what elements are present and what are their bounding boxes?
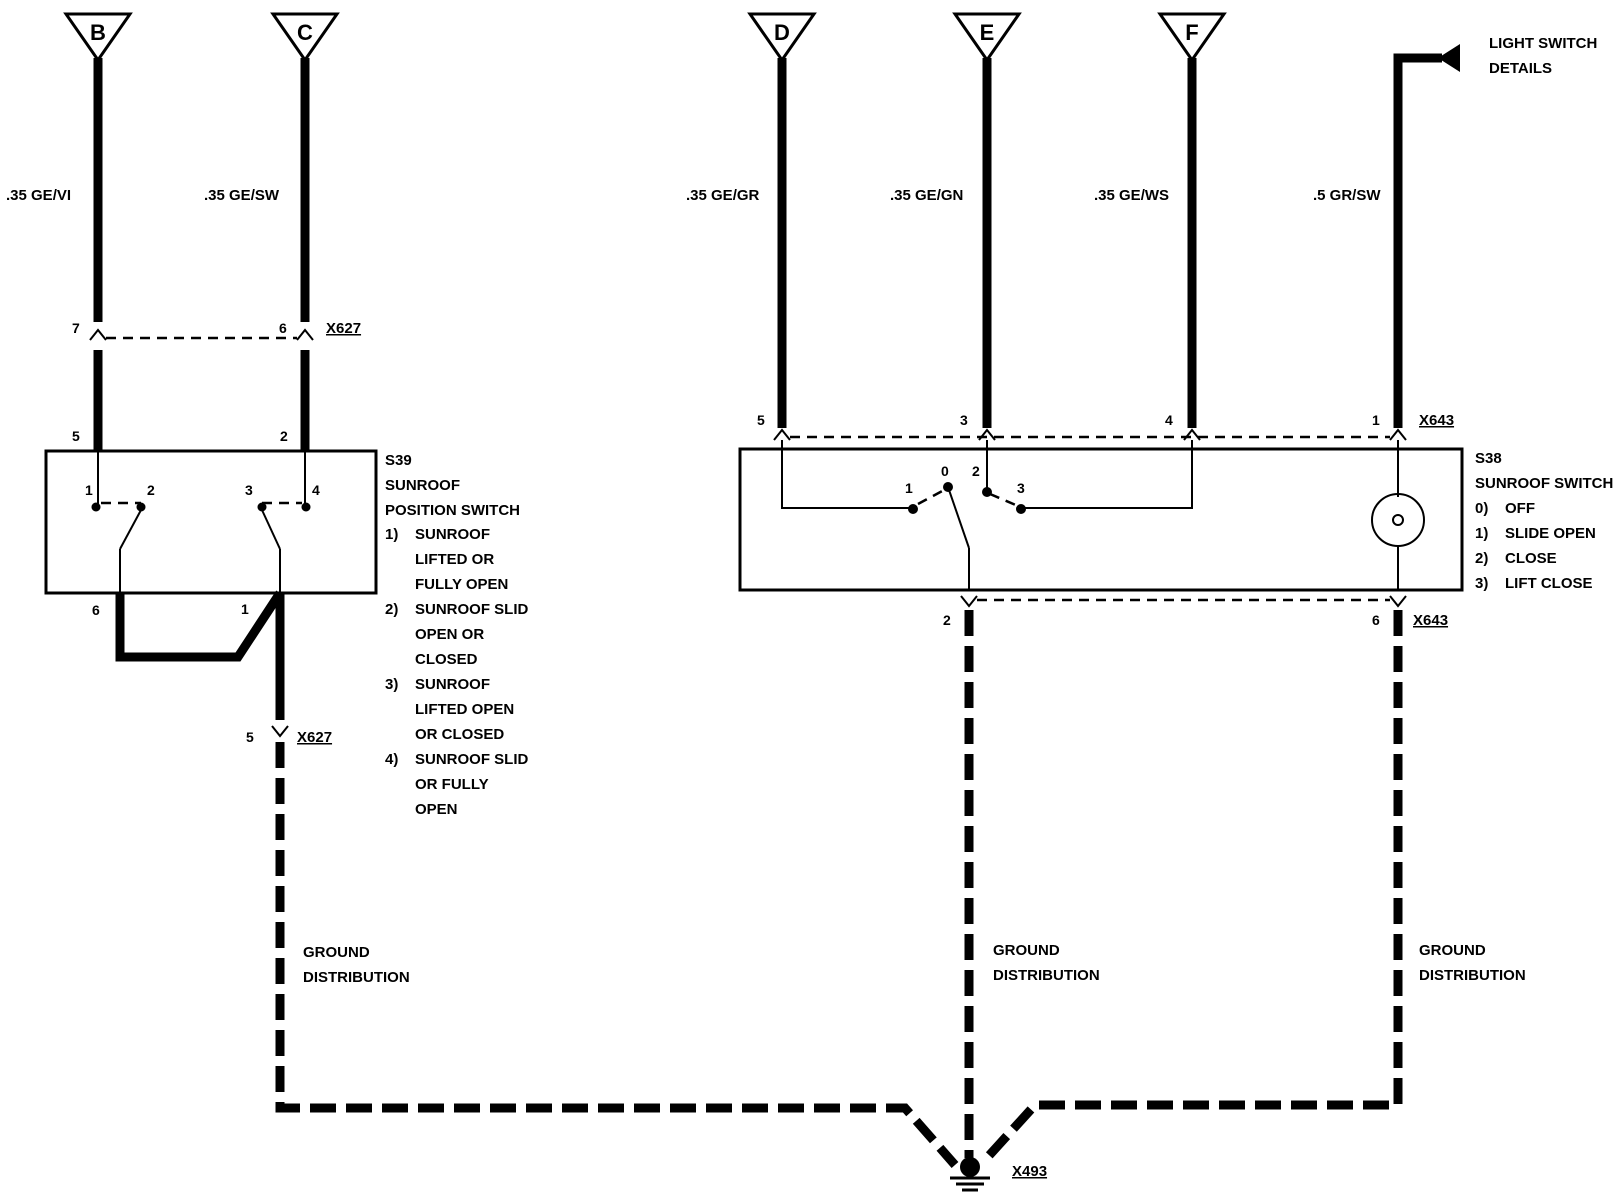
ground-wire-right xyxy=(981,610,1403,1164)
s38-id: S38 xyxy=(1475,450,1502,467)
wire-e-label: .35 GE/GN xyxy=(890,187,963,204)
pin-s39-2: 2 xyxy=(280,428,288,444)
s39-pos4-line1: SUNROOF SLID xyxy=(415,751,529,768)
s38-contact-0: 0 xyxy=(941,463,949,479)
pin-s39-1: 1 xyxy=(241,601,249,617)
s39-contact-3: 3 xyxy=(245,482,253,498)
ground-wire-left xyxy=(275,742,959,1168)
s39-pos2-line1: SUNROOF SLID xyxy=(415,601,529,618)
s39-pos4-num: 4) xyxy=(385,751,398,768)
ground-right-line1: GROUND xyxy=(1419,942,1486,959)
light-switch-label-line1: LIGHT SWITCH xyxy=(1489,35,1597,52)
s38-description: S38 SUNROOF SWITCH 0) OFF 1) SLIDE OPEN … xyxy=(1475,450,1613,592)
s39-switch-box xyxy=(44,449,378,595)
connector-x627-lower-label: X627 xyxy=(297,729,332,746)
terminal-b: B xyxy=(63,12,133,63)
pin-x627-6: 6 xyxy=(279,320,287,336)
s39-contact-2: 2 xyxy=(147,482,155,498)
pin-x643-3: 3 xyxy=(960,412,968,428)
terminal-b-letter: B xyxy=(90,20,106,45)
terminal-f: F xyxy=(1157,12,1227,63)
s39-pos4-line2: OR FULLY xyxy=(415,776,489,793)
s38-pos2-num: 2) xyxy=(1475,550,1488,567)
s39-contact-4: 4 xyxy=(312,482,320,498)
s39-id: S39 xyxy=(385,452,412,469)
s38-pos0-label: OFF xyxy=(1505,500,1535,517)
wire-b-label: .35 GE/VI xyxy=(6,187,71,204)
s38-switch-box xyxy=(738,447,1464,592)
s39-bottom-jumper xyxy=(115,590,284,662)
connector-x627-upper: 7 6 X627 xyxy=(72,320,361,341)
s38-indicator-lamp xyxy=(1371,440,1425,590)
s39-pos2-line2: OPEN OR xyxy=(415,626,484,643)
connector-x643-upper-label: X643 xyxy=(1419,412,1454,429)
connector-x643-lower: 2 6 X643 xyxy=(943,595,1448,629)
s38-pos3-num: 3) xyxy=(1475,575,1488,592)
s39-pos2-line3: CLOSED xyxy=(415,651,478,668)
pin-s39-6: 6 xyxy=(92,602,100,618)
s38-pos0-num: 0) xyxy=(1475,500,1488,517)
s38-contact-3: 3 xyxy=(1017,480,1025,496)
s39-description: S39 SUNROOF POSITION SWITCH 1) SUNROOF L… xyxy=(385,452,529,818)
terminal-e-letter: E xyxy=(980,20,995,45)
ground-x493-label: X493 xyxy=(1012,1163,1047,1180)
pin-x627-7: 7 xyxy=(72,320,80,336)
wire-light-switch xyxy=(1393,53,1442,428)
terminal-d: D xyxy=(747,12,817,63)
wire-light-label: .5 GR/SW xyxy=(1313,187,1381,204)
s39-internal-switches: 1 2 3 4 xyxy=(85,451,320,593)
pin-x643-1: 1 xyxy=(1372,412,1380,428)
pin-x627-5: 5 xyxy=(246,729,254,745)
s39-pos1-num: 1) xyxy=(385,526,398,543)
ground-right-line2: DISTRIBUTION xyxy=(1419,967,1526,984)
terminal-c-letter: C xyxy=(297,20,313,45)
ground-left-line1: GROUND xyxy=(303,944,370,961)
ground-middle-line2: DISTRIBUTION xyxy=(993,967,1100,984)
connector-x643-lower-label: X643 xyxy=(1413,612,1448,629)
terminal-c: C xyxy=(270,12,340,63)
s38-pos1-num: 1) xyxy=(1475,525,1488,542)
pin-x643-5: 5 xyxy=(757,412,765,428)
ground-symbol-x493: X493 xyxy=(950,1157,1047,1192)
terminal-d-letter: D xyxy=(774,20,790,45)
pin-x643-2: 2 xyxy=(943,612,951,628)
s39-pos3-num: 3) xyxy=(385,676,398,693)
connector-x627-lower: 5 X627 xyxy=(246,725,332,746)
s39-pos1-line2: LIFTED OR xyxy=(415,551,494,568)
s39-pos1-line1: SUNROOF xyxy=(415,526,490,543)
pin-s39-5: 5 xyxy=(72,428,80,444)
s39-contact-1: 1 xyxy=(85,482,93,498)
s38-contact-1: 1 xyxy=(905,480,913,496)
s39-name-line1: SUNROOF xyxy=(385,477,460,494)
connector-x643-upper: 5 3 4 1 X643 xyxy=(757,412,1454,441)
s38-pos3-label: LIFT CLOSE xyxy=(1505,575,1593,592)
s38-contact-2: 2 xyxy=(972,463,980,479)
s38-pos2-label: CLOSE xyxy=(1505,550,1557,567)
s39-pos3-line2: LIFTED OPEN xyxy=(415,701,514,718)
s39-pos1-line3: FULLY OPEN xyxy=(415,576,508,593)
s39-name-line2: POSITION SWITCH xyxy=(385,502,520,519)
connector-x627-upper-label: X627 xyxy=(326,320,361,337)
wire-d-label: .35 GE/GR xyxy=(686,187,760,204)
s38-pos1-label: SLIDE OPEN xyxy=(1505,525,1596,542)
pin-x643-6: 6 xyxy=(1372,612,1380,628)
wire-f-label: .35 GE/WS xyxy=(1094,187,1169,204)
s38-internal-switch: 1 0 2 3 xyxy=(781,440,1193,590)
ground-left-line2: DISTRIBUTION xyxy=(303,969,410,986)
s39-pos2-num: 2) xyxy=(385,601,398,618)
s39-pos3-line3: OR CLOSED xyxy=(415,726,504,743)
s39-pos4-line3: OPEN xyxy=(415,801,458,818)
pin-x643-4: 4 xyxy=(1165,412,1173,428)
ground-middle-line1: GROUND xyxy=(993,942,1060,959)
s39-pos3-line1: SUNROOF xyxy=(415,676,490,693)
wire-c-label: .35 GE/SW xyxy=(204,187,280,204)
terminal-e: E xyxy=(952,12,1022,63)
light-switch-arrow xyxy=(1438,44,1460,72)
light-switch-label-line2: DETAILS xyxy=(1489,60,1552,77)
terminal-f-letter: F xyxy=(1185,20,1198,45)
s38-name: SUNROOF SWITCH xyxy=(1475,475,1613,492)
